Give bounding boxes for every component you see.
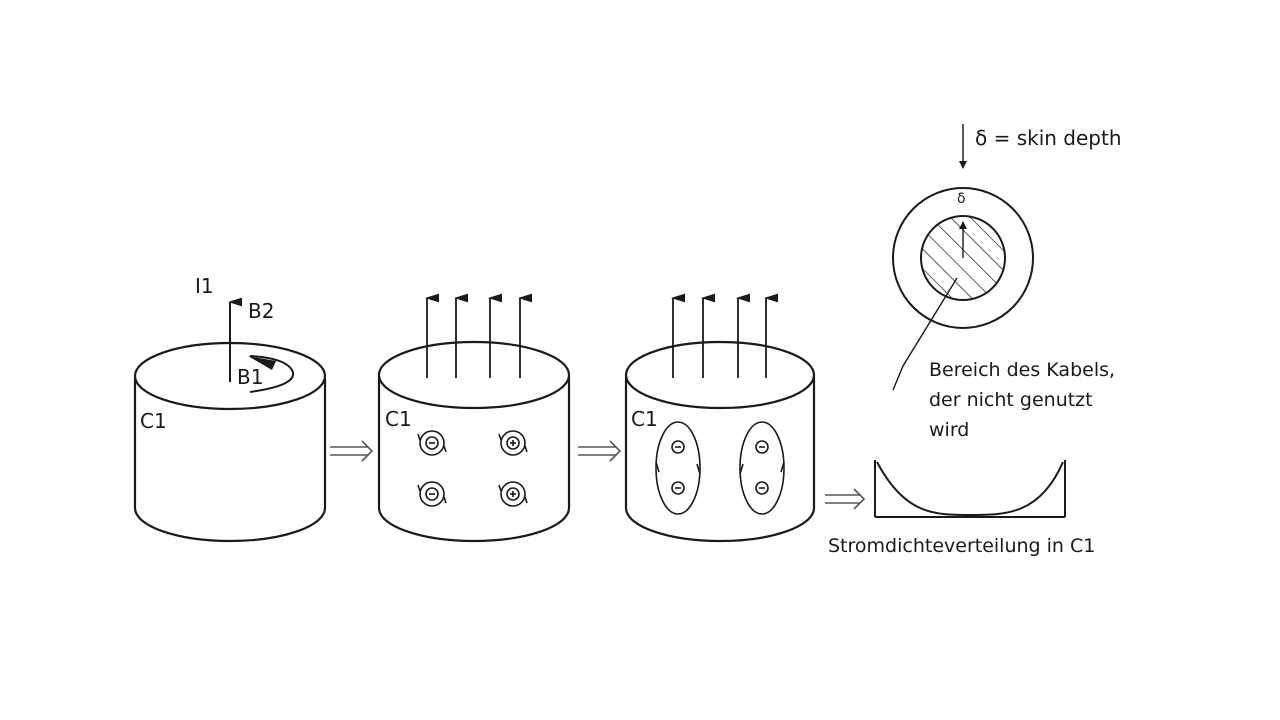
leader-line: [892, 277, 958, 391]
cylinder-1-label: C1: [140, 409, 167, 433]
b1-label: B1: [237, 365, 263, 389]
i1-label: I1: [195, 274, 214, 298]
cylinder-3: C1: [624, 298, 816, 543]
cylinder-3-label: C1: [631, 407, 658, 431]
skin-depth-legend: δ = skin depth: [975, 126, 1122, 150]
cable-area-label-line1: Bereich des Kabels,: [929, 359, 1115, 381]
eddy-vortex: [417, 430, 447, 456]
transition-arrow-2: [578, 440, 622, 462]
cable-cross-section: δ δ = skin depth: [892, 124, 1122, 391]
eddy-vortex: [417, 481, 447, 507]
field-arrows: [673, 298, 766, 378]
eddy-vortex: [498, 430, 528, 456]
current-density-curve: [876, 461, 1064, 517]
current-loop-left: [655, 421, 701, 515]
delta-symbol: δ: [957, 191, 966, 207]
current-density-label: Stromdichteverteilung in C1: [828, 535, 1095, 557]
eddy-current-vortices: [417, 430, 528, 507]
cable-area-label-line3: wird: [929, 419, 969, 441]
transition-arrow-3: [825, 488, 866, 510]
field-arrows: [427, 298, 520, 378]
transition-arrow-1: [330, 440, 374, 462]
eddy-vortex: [498, 481, 528, 507]
current-density-graph: [874, 460, 1066, 518]
current-loop-right: [739, 421, 785, 515]
b1-field-arrow: [249, 355, 295, 393]
b2-label: B2: [248, 299, 274, 323]
cable-area-label-line2: der nicht genutzt: [929, 389, 1093, 411]
current-loops: [655, 421, 785, 515]
conductor-outer: [892, 187, 1034, 329]
cylinder-2-label: C1: [385, 407, 412, 431]
cylinder-1: C1 I1 B2 B1: [133, 274, 327, 543]
cylinder-2: C1: [377, 298, 571, 543]
